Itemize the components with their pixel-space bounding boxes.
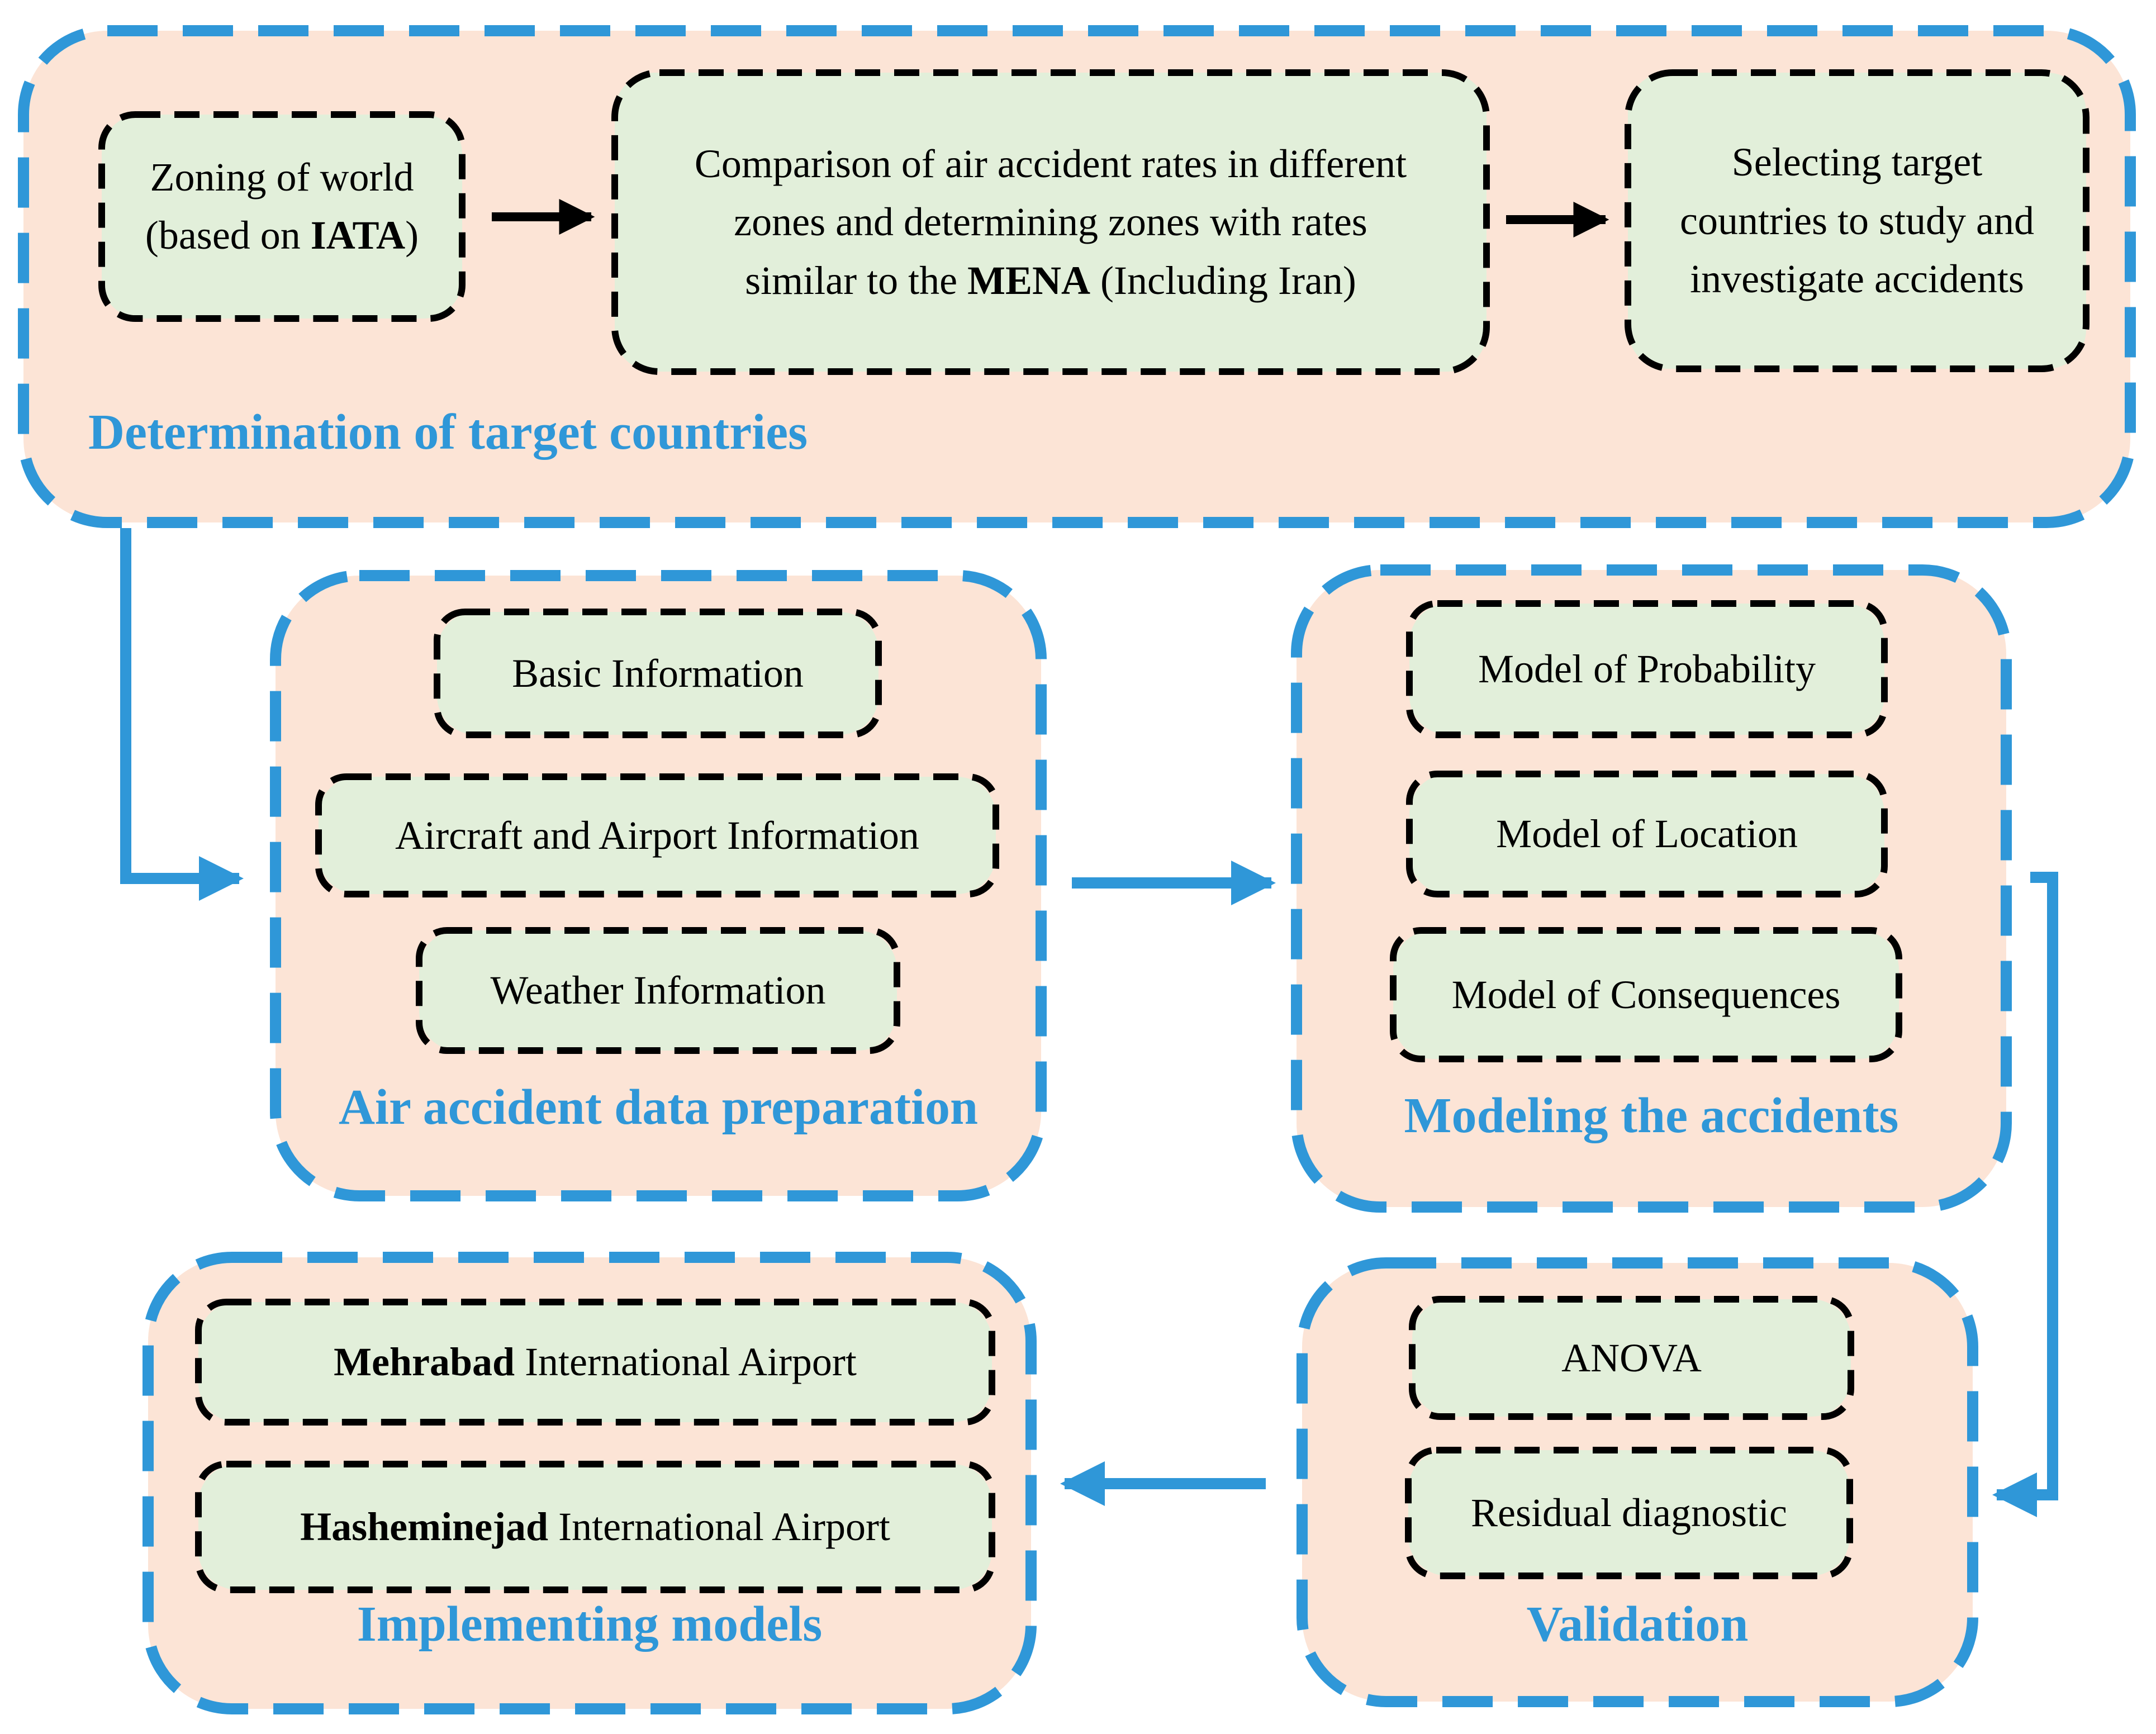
section-border-target	[18, 25, 2136, 528]
box-zoning-of-world: Zoning of world (based on IATA)	[102, 115, 462, 319]
box-hasheminejad-airport: Hasheminejad International Airport	[198, 1464, 992, 1590]
selecting-line1: Selecting target	[1731, 140, 1983, 185]
title-determination-of-target-countries: Determination of target countries	[88, 405, 808, 460]
selecting-line2: countries to study and	[1680, 198, 2034, 243]
comparison-line3: similar to the MENA (Including Iran)	[745, 258, 1356, 303]
title-modeling-the-accidents: Modeling the accidents	[1404, 1088, 1899, 1143]
title-validation: Validation	[1526, 1597, 1749, 1652]
section-border-implementing	[143, 1252, 1037, 1714]
mehrabad-label: Mehrabad International Airport	[334, 1339, 857, 1385]
comparison-line2: zones and determining zones with rates	[734, 199, 1367, 245]
box-mehrabad-airport: Mehrabad International Airport	[198, 1302, 992, 1422]
box-aircraft-and-airport-information: Aircraft and Airport Information	[319, 777, 996, 894]
box-weather-information: Weather Information	[419, 930, 897, 1051]
section-border-data-prep	[270, 570, 1047, 1201]
box-model-of-probability: Model of Probability	[1409, 604, 1884, 735]
title-air-accident-data-preparation: Air accident data preparation	[338, 1080, 979, 1135]
comparison-line1: Comparison of air accident rates in diff…	[694, 141, 1407, 186]
section-border-modeling	[1291, 564, 2012, 1213]
box-model-of-consequences: Model of Consequences	[1393, 930, 1899, 1059]
box-model-of-location: Model of Location	[1409, 774, 1884, 894]
box-anova: ANOVA	[1412, 1299, 1851, 1417]
box-selecting-target-countries: Selecting target countries to study and …	[1628, 73, 2086, 369]
title-implementing-models: Implementing models	[357, 1597, 823, 1652]
hasheminejad-label: Hasheminejad International Airport	[300, 1504, 890, 1550]
section-border-validation	[1297, 1257, 1978, 1707]
zoning-line1: Zoning of world	[150, 155, 414, 199]
box-basic-information: Basic Information	[437, 612, 878, 735]
zoning-line2: (based on IATA)	[145, 213, 419, 258]
box-residual-diagnostic: Residual diagnostic	[1408, 1450, 1850, 1576]
selecting-line3: investigate accidents	[1690, 256, 2024, 302]
box-comparison-of-rates: Comparison of air accident rates in diff…	[615, 73, 1487, 372]
arrow-modeling-to-validation	[1992, 872, 2058, 1517]
arrow-target-to-data-prep	[120, 528, 244, 901]
